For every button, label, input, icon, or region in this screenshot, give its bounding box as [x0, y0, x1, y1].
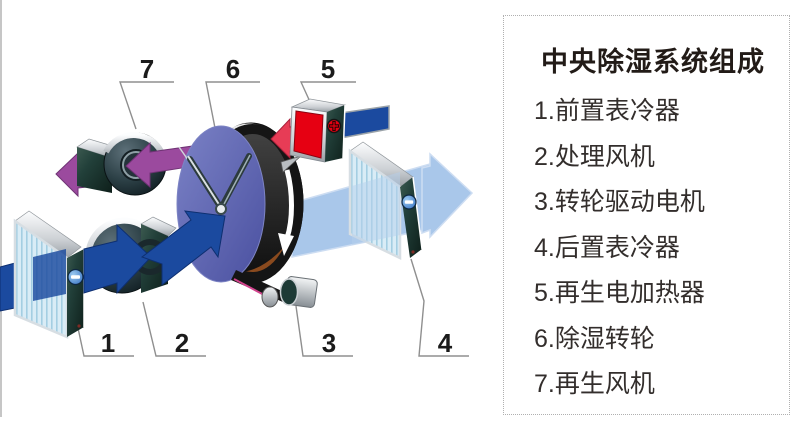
- process-air-to-wheel-arrow: [140, 210, 226, 287]
- callout-number: 3: [322, 328, 336, 358]
- front-cooling-coil: [13, 210, 85, 339]
- regen-air-inlet-duct: [340, 105, 390, 139]
- callout-number: 4: [438, 328, 453, 358]
- legend-list: 1.前置表冷器 2.处理风机 3.转轮驱动电机 4.后置表冷器 5.再生电加热器…: [534, 89, 789, 408]
- callout-1: 1: [77, 327, 134, 358]
- callout-number: 5: [321, 54, 335, 84]
- minus-icon: [401, 194, 417, 210]
- belt-run: [231, 270, 295, 305]
- legend-item-2: 2.处理风机: [534, 142, 655, 171]
- callouts: 7 6 5 1 2 3 4: [77, 54, 469, 358]
- minus-icon: [67, 268, 84, 286]
- rear-cooling-coil: [348, 141, 423, 260]
- regeneration-heater: [289, 98, 347, 163]
- callout-6: 6: [205, 54, 260, 129]
- callout-2: 2: [142, 301, 206, 358]
- process-air-through-coil: [33, 249, 66, 301]
- wheel-spokes: [178, 146, 252, 211]
- callout-number: 6: [226, 54, 240, 84]
- callout-4: 4: [410, 258, 469, 358]
- plus-icon: [326, 118, 342, 134]
- callout-7: 7: [119, 54, 174, 130]
- system-diagram: 7 6 5 1 2 3 4: [0, 54, 474, 358]
- process-air-arrow: [83, 223, 152, 295]
- callout-number: 7: [140, 54, 154, 84]
- left-border-line: [0, 0, 2, 417]
- process-air-inlet-arrow: [0, 262, 16, 312]
- dry-air-outlet-arrow: [421, 152, 474, 239]
- wheel-hub: [215, 203, 227, 215]
- rotation-arrow-icon: [278, 169, 294, 256]
- wheel-drive-motor: [231, 270, 318, 308]
- panel-title: 中央除湿系统组成: [541, 47, 765, 77]
- legend-item-5: 5.再生电加热器: [534, 279, 705, 307]
- callout-number: 1: [101, 328, 115, 358]
- wheel-shaft-pointer: [280, 155, 302, 173]
- legend-item-6: 6.除湿转轮: [534, 324, 655, 353]
- callout-5: 5: [299, 54, 356, 105]
- legend-item-7: 7.再生风机: [534, 370, 655, 398]
- legend-item-4: 4.后置表冷器: [534, 233, 680, 262]
- legend-item-3: 3.转轮驱动电机: [534, 188, 705, 216]
- legend-item-1: 1.前置表冷器: [534, 97, 680, 125]
- callout-3: 3: [295, 305, 353, 358]
- legend-panel: 中央除湿系统组成 1.前置表冷器 2.处理风机 3.转轮驱动电机 4.后置表冷器…: [503, 15, 790, 415]
- callout-number: 2: [175, 328, 189, 358]
